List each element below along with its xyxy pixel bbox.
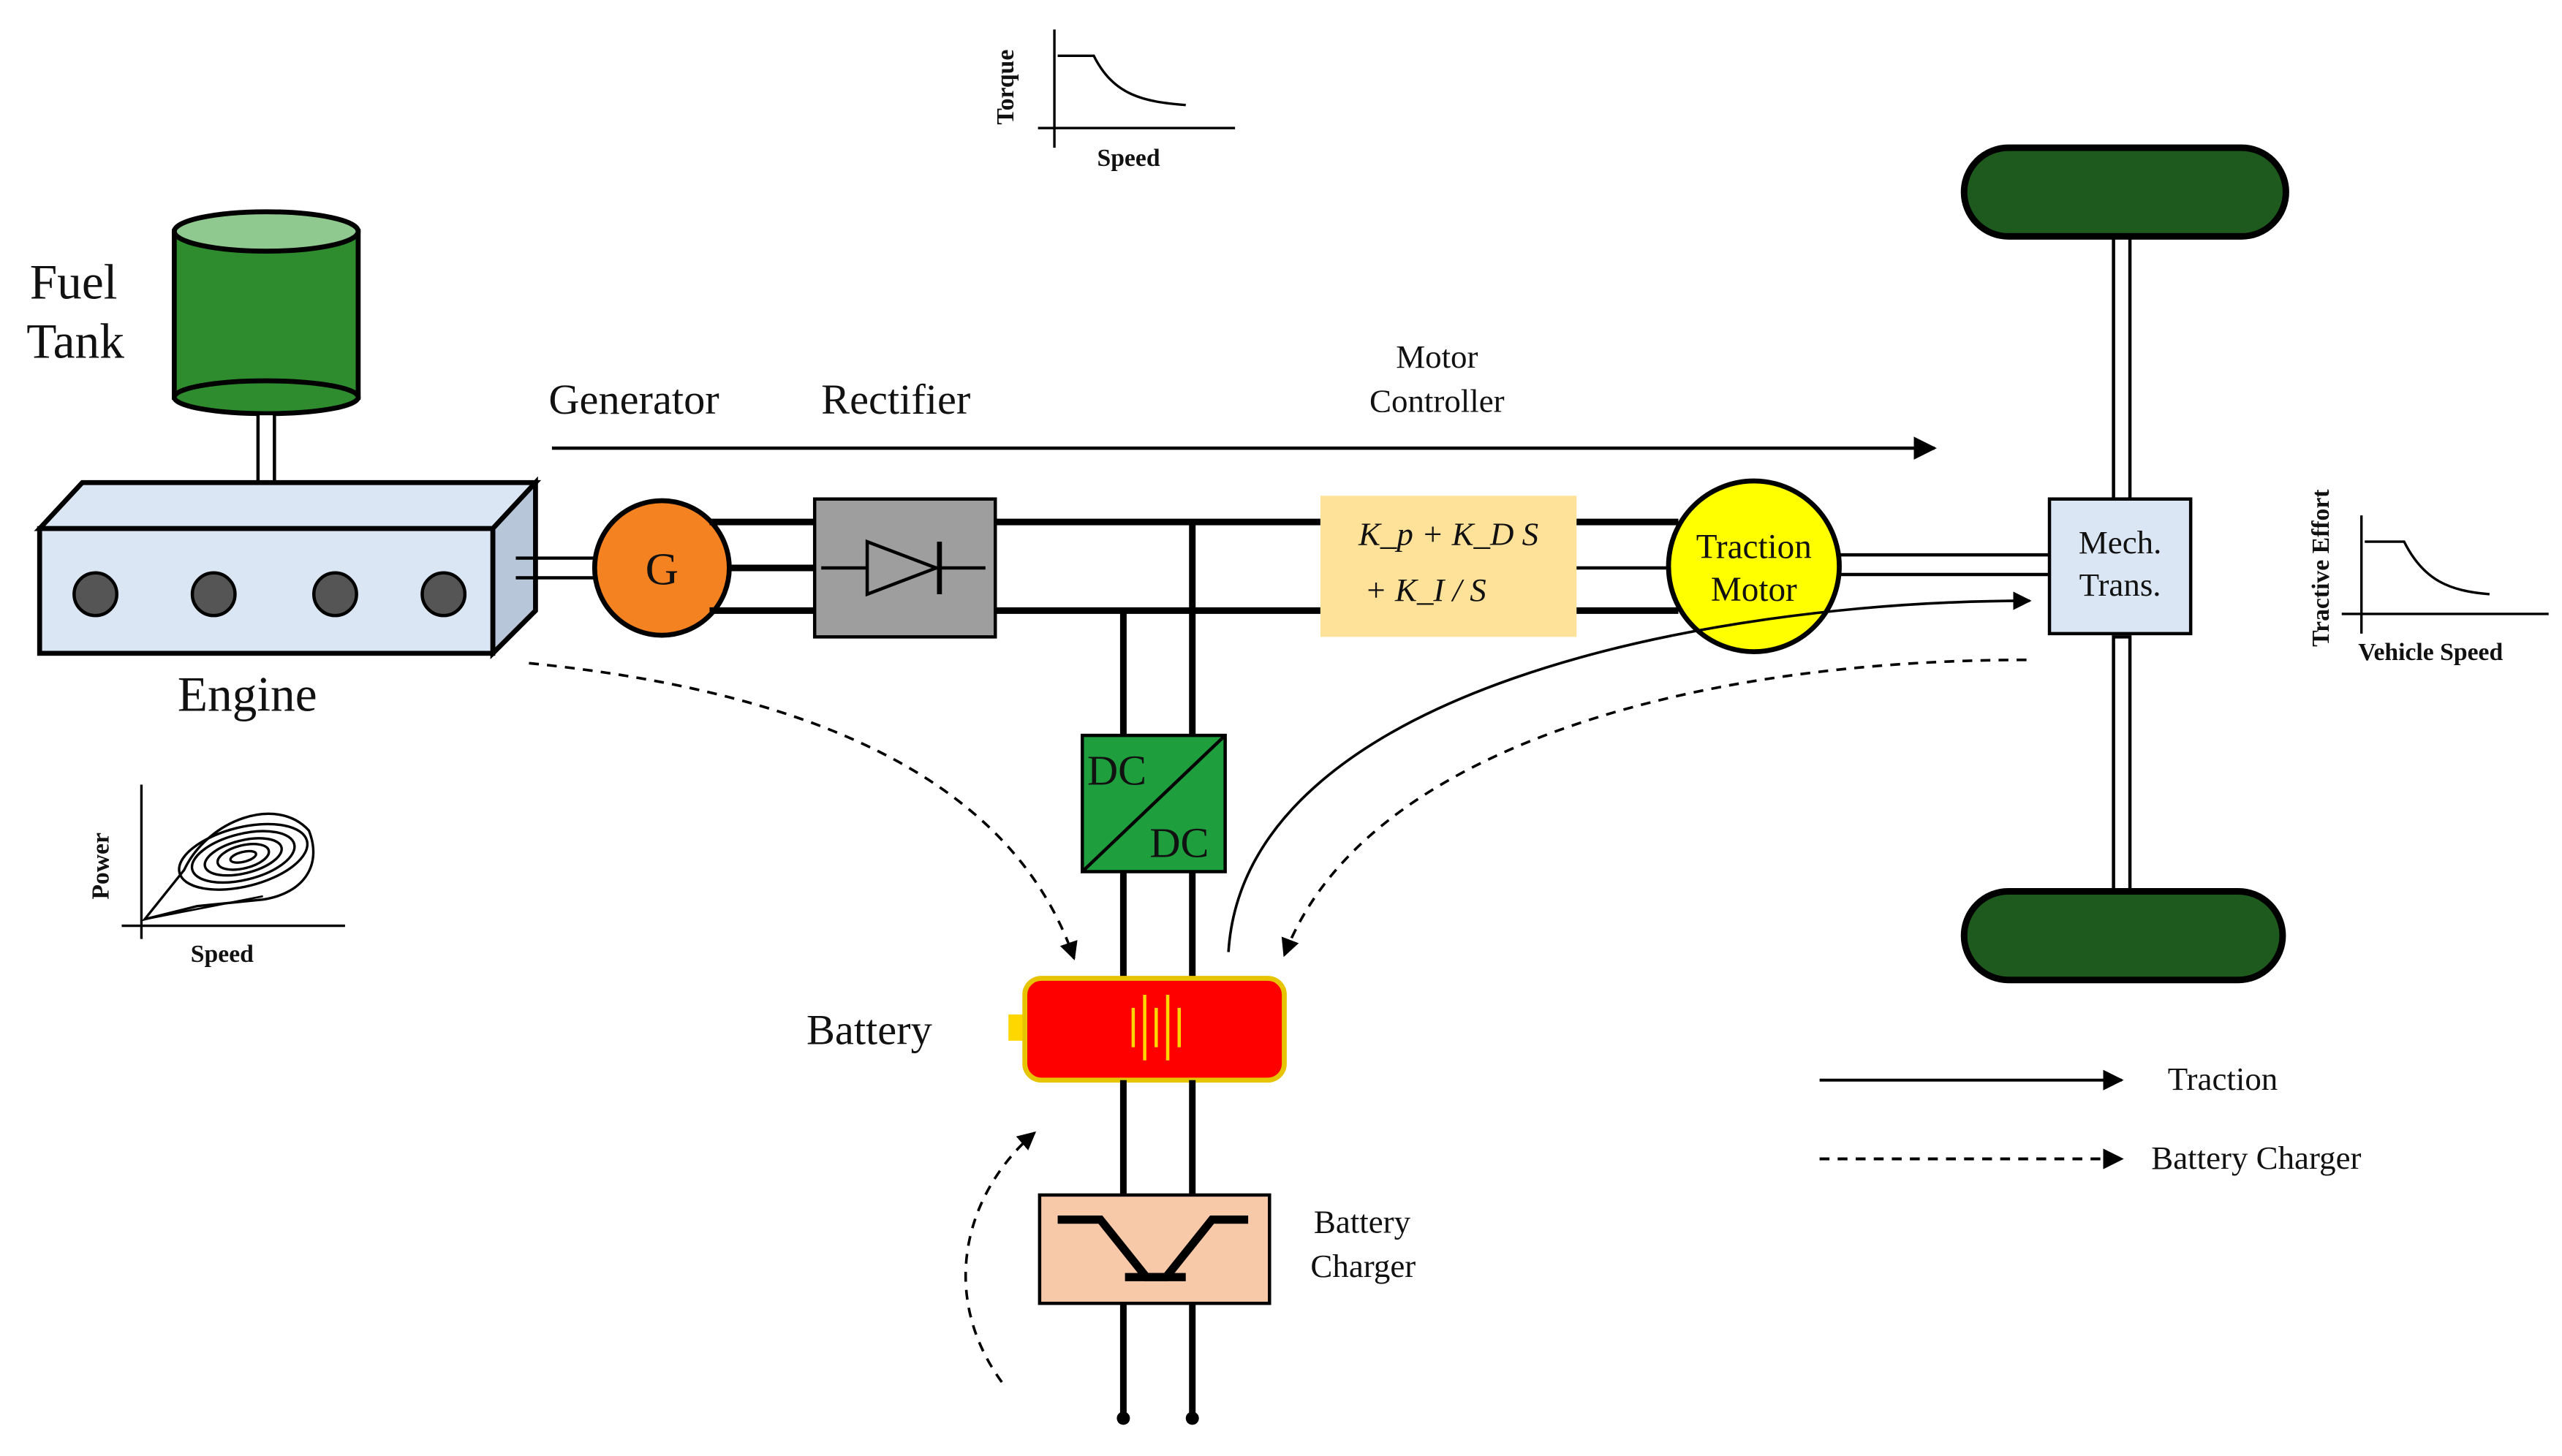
- traction-flow-battery-to-wheels: [1227, 591, 2032, 952]
- engine-label: Engine: [178, 667, 317, 721]
- torque-plot-ylabel: Torque: [992, 50, 1019, 125]
- legend-traction-label: Traction: [2168, 1061, 2278, 1097]
- grid-terminal: [1116, 1411, 1130, 1425]
- charge-flow-grid-to-battery: [964, 1131, 1037, 1383]
- rectifier-label: Rectifier: [821, 376, 970, 423]
- engine-cylinder: [311, 571, 358, 618]
- fuel-pipe: [256, 412, 276, 488]
- traction-motor-label-line2: Motor: [1711, 571, 1797, 609]
- plot-curve: [1057, 54, 1186, 107]
- dc-dc-label-bottom: DC: [1149, 819, 1209, 866]
- engine-block: [34, 476, 542, 659]
- battery-charger-label-line2: Charger: [1310, 1248, 1416, 1284]
- mech-trans: [2047, 497, 2193, 636]
- power-plot-ylabel: Power: [88, 833, 115, 900]
- torque-plot-xlabel: Speed: [1097, 145, 1160, 172]
- battery: [1008, 976, 1287, 1083]
- motor-controller-label-line2: Controller: [1369, 383, 1505, 420]
- torque-speed-plot: [1038, 29, 1236, 148]
- plot-operating-line: [144, 895, 263, 920]
- pid-equation-line1: K_p + K_D S: [1358, 516, 1538, 553]
- tractive-plot-xlabel: Vehicle Speed: [2358, 639, 2503, 666]
- fuel-tank-body: [171, 229, 361, 400]
- legend-charger-label: Battery Charger: [2151, 1140, 2361, 1176]
- fuel-tank-bottom: [171, 378, 361, 417]
- generator-symbol: G: [646, 543, 679, 594]
- dc-dc-label-top: DC: [1087, 746, 1146, 794]
- power-speed-plot: [121, 784, 345, 939]
- motor-controller-label-line1: Motor: [1396, 338, 1478, 375]
- plot-efficiency-contour: [203, 837, 283, 877]
- rear-axle: [2112, 635, 2132, 898]
- power-plot-xlabel: Speed: [191, 941, 254, 968]
- fuel-tank-label-line2: Tank: [26, 314, 124, 369]
- regen-flow-wheels-to-battery: [1281, 659, 2027, 958]
- engine-cylinder: [420, 571, 467, 618]
- battery-charger-label-line1: Battery: [1314, 1204, 1411, 1240]
- wheel-rear: [1960, 887, 2286, 984]
- rectifier: [812, 497, 997, 639]
- battery-terminal: [1008, 1014, 1025, 1041]
- pid-equation-line2: + K_I / S: [1364, 572, 1486, 608]
- battery-label: Battery: [806, 1006, 932, 1053]
- plot-efficiency-contour: [190, 830, 296, 884]
- fuel-tank-top: [171, 209, 361, 254]
- front-axle: [2112, 231, 2132, 501]
- tractive-effort-plot: [2341, 515, 2549, 634]
- plot-curve: [2365, 540, 2490, 596]
- diode-icon: [865, 539, 941, 597]
- mech-trans-label-line1: Mech.: [2079, 524, 2161, 561]
- tractive-plot-ylabel: Tractive Effort: [2308, 489, 2335, 647]
- traction-motor-label-line1: Traction: [1696, 528, 1812, 566]
- engine-cylinder: [190, 571, 237, 618]
- traction-motor: [1666, 478, 1842, 654]
- charge-flow-engine-to-battery: [529, 661, 1078, 960]
- wheel-front: [1960, 144, 2289, 240]
- legend: Traction Battery Charger: [1819, 1061, 2362, 1176]
- plot-efficiency-contour: [229, 849, 257, 864]
- generator-label: Generator: [548, 376, 719, 423]
- fuel-tank-label-line1: Fuel: [30, 255, 118, 310]
- plot-efficiency-contour: [178, 822, 309, 891]
- mech-trans-label-line2: Trans.: [2079, 566, 2161, 603]
- battery-charger: [1038, 1193, 1271, 1305]
- plot-efficiency-contour: [216, 843, 271, 871]
- engine-top-face: [34, 479, 542, 531]
- dc-dc-diagonal: [1081, 734, 1227, 873]
- engine-cylinder: [72, 571, 118, 618]
- motor-controller: [1320, 496, 1577, 637]
- grid-terminal: [1185, 1411, 1199, 1425]
- fuel-tank: [171, 209, 361, 488]
